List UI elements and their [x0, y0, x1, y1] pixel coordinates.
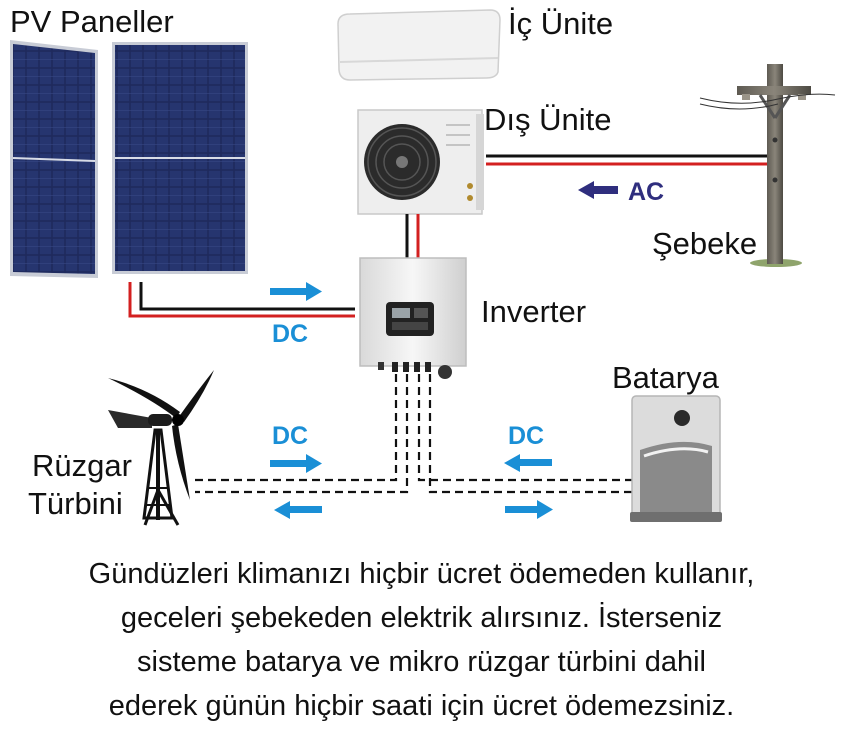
- arrow-left-grid: [578, 181, 618, 199]
- wind-turbine: [108, 370, 214, 526]
- pv-dc-wires: [128, 282, 355, 318]
- pv-panel-left: [10, 40, 98, 278]
- label-grid: Şebeke: [652, 226, 758, 261]
- dc-dashed-cables: [195, 374, 632, 494]
- arrow-left-wind: [274, 501, 322, 519]
- indoor-unit: [337, 9, 501, 81]
- arrow-right-battery: [505, 500, 553, 519]
- label-wind-turbine-line2: Türbini: [28, 486, 123, 521]
- arrow-right-pv: [270, 282, 322, 301]
- label-dc-battery: DC: [508, 422, 545, 450]
- arrow-right-wind: [270, 454, 322, 473]
- inverter: [359, 257, 467, 379]
- utility-pole: [699, 64, 836, 267]
- label-pv-panels: PV Paneller: [10, 4, 174, 39]
- caption-line-2: geceleri şebekeden elektrik alırsınız. İ…: [120, 602, 723, 634]
- label-indoor-unit: İç Ünite: [508, 6, 614, 41]
- label-battery: Batarya: [612, 360, 719, 395]
- label-outdoor-unit: Dış Ünite: [484, 102, 612, 137]
- outdoor-unit: [357, 109, 484, 215]
- label-inverter: Inverter: [481, 294, 587, 329]
- pv-panel-right: [112, 42, 248, 274]
- flow-arrows: [270, 181, 618, 519]
- label-dc-pv: DC: [272, 320, 309, 348]
- caption-line-3: sisteme batarya ve mikro rüzgar türbini …: [137, 646, 706, 678]
- outdoor-inverter-wires: [405, 214, 420, 258]
- caption-line-1: Gündüzleri klimanızı hiçbir ücret ödemed…: [88, 558, 755, 590]
- grid-ac-wires: [486, 154, 770, 166]
- label-ac-grid: AC: [628, 178, 665, 206]
- pv-panels: [10, 40, 248, 278]
- label-dc-wind: DC: [272, 422, 309, 450]
- battery: [630, 395, 722, 522]
- label-wind-turbine-line1: Rüzgar: [32, 448, 132, 483]
- battery-button-icon: [674, 410, 690, 426]
- caption-line-4: ederek günün hiçbir saati için ücret öde…: [108, 690, 735, 722]
- arrow-left-battery: [504, 454, 552, 472]
